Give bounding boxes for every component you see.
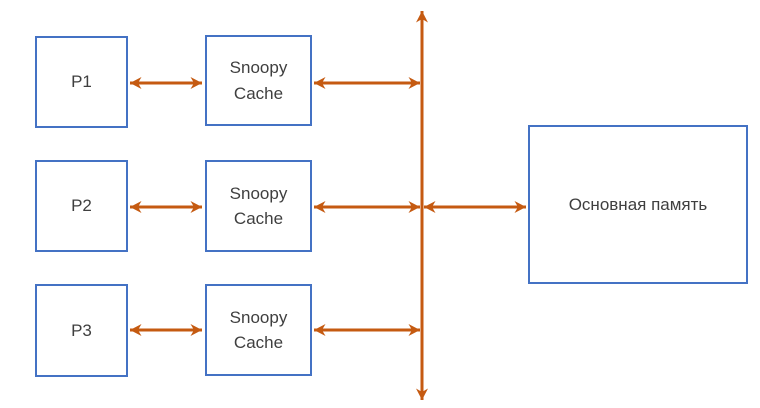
snoopy-cache-2-label: Snoopy Cache bbox=[229, 183, 288, 229]
processor-p1-label: P1 bbox=[71, 72, 92, 92]
snoopy-cache-1-box: Snoopy Cache bbox=[205, 35, 312, 126]
snoopy-cache-1-label: Snoopy Cache bbox=[229, 58, 288, 103]
processor-p3-box: P3 bbox=[35, 284, 128, 377]
snoopy-cache-3-label: Snoopy Cache bbox=[229, 307, 288, 353]
processor-p2-label: P2 bbox=[71, 196, 92, 216]
processor-p3-label: P3 bbox=[71, 320, 92, 340]
snoopy-cache-3-box: Snoopy Cache bbox=[205, 284, 312, 376]
main-memory-box: Основная память bbox=[528, 125, 748, 284]
processor-p2-box: P2 bbox=[35, 160, 128, 252]
main-memory-label: Основная память bbox=[568, 194, 708, 214]
snoopy-cache-2-box: Snoopy Cache bbox=[205, 160, 312, 252]
processor-p1-box: P1 bbox=[35, 36, 128, 128]
